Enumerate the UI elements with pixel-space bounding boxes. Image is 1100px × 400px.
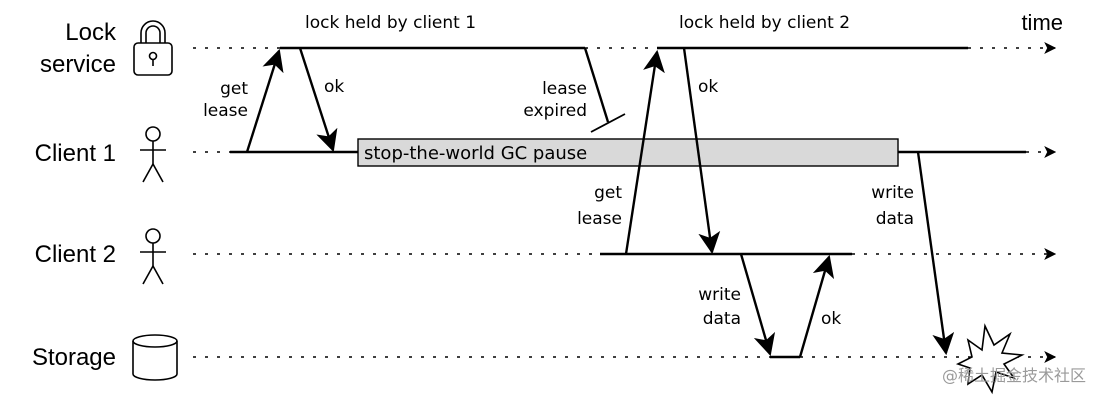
- gc-pause-box: [357, 138, 899, 167]
- gc-pause-label: stop-the-world GC pause: [364, 143, 587, 164]
- lock-held-client2-label: lock held by client 2: [679, 13, 850, 33]
- storage-ok-arrow: [798, 254, 835, 358]
- client1-ok-label: ok: [324, 77, 344, 97]
- watermark: @稀土掘金技术社区: [942, 366, 1086, 385]
- client1-get-lease-arrow: [245, 48, 284, 153]
- lease-expiry-tick: [590, 113, 626, 133]
- client2-ok-label: ok: [698, 77, 718, 97]
- lease-expiry-line: [583, 47, 610, 123]
- client2-write-label: write: [698, 285, 741, 305]
- storage-ok-label: ok: [821, 309, 841, 329]
- client1-write-data-arrow: [916, 151, 955, 356]
- database-cylinder-icon: [132, 334, 178, 381]
- explosion-icon: [955, 323, 1025, 395]
- padlock-icon: [133, 20, 173, 76]
- time-axis-label: time: [1021, 10, 1063, 35]
- client2-get-lease-arrow: [624, 49, 665, 255]
- lane-label-storage: Storage: [32, 344, 116, 371]
- client2-ok-arrow: [682, 47, 721, 255]
- client1-get-label: get: [220, 79, 248, 99]
- client1-lease-label: lease: [203, 101, 248, 121]
- lane-label-client2: Client 2: [35, 241, 116, 268]
- client2-get-label: get: [594, 183, 622, 203]
- lease-label: lease: [542, 79, 587, 99]
- lane-label-lock: Lock: [65, 19, 117, 46]
- stick-figure-icon: [140, 228, 166, 285]
- lane-label-service: service: [40, 51, 116, 78]
- client2-lease-label: lease: [577, 209, 622, 229]
- lane-label-client1: Client 1: [35, 140, 116, 167]
- client1-data-label: data: [876, 209, 914, 229]
- stick-figure-icon: [140, 126, 166, 183]
- client2-write-data-arrow: [739, 253, 776, 357]
- lock-held-client1-label: lock held by client 1: [305, 13, 476, 33]
- expired-label: expired: [523, 101, 587, 121]
- client2-data-label: data: [703, 309, 741, 329]
- client1-ok-arrow: [298, 47, 338, 153]
- client1-write-label: write: [871, 183, 914, 203]
